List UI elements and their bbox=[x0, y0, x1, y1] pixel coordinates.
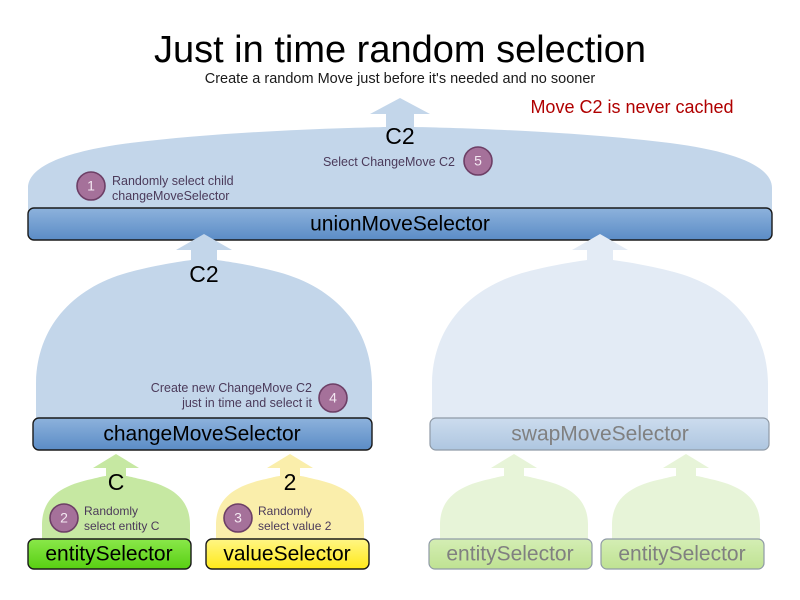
page-subtitle: Create a random Move just before it's ne… bbox=[205, 71, 596, 87]
step-2-line-1: Randomly bbox=[84, 504, 138, 518]
node-swap-move-selector[interactable]: swapMoveSelector bbox=[429, 417, 770, 451]
step-5-badge bbox=[463, 146, 493, 176]
step-5-line-1: Select ChangeMove C2 bbox=[323, 155, 455, 169]
step-2-badge bbox=[49, 503, 79, 533]
node-entity-selector-swap-2[interactable]: entitySelector bbox=[600, 538, 765, 570]
step-1-annotation: 1 Randomly select child changeMoveSelect… bbox=[76, 171, 234, 203]
flow-arrow-entity-swap-2-out bbox=[612, 454, 760, 545]
flow-label-value-out: 2 bbox=[284, 469, 297, 495]
step-5-annotation: Select ChangeMove C2 5 bbox=[323, 146, 493, 176]
node-entity-selector-swap-1[interactable]: entitySelector bbox=[428, 538, 593, 570]
step-4-number: 4 bbox=[329, 390, 337, 406]
node-value-selector-change-label: valueSelector bbox=[223, 543, 350, 566]
node-union-move-selector-label: unionMoveSelector bbox=[310, 213, 490, 236]
node-entity-selector-swap-2-label: entitySelector bbox=[618, 543, 745, 566]
step-5-number: 5 bbox=[474, 153, 482, 169]
node-value-selector-change[interactable]: valueSelector bbox=[205, 538, 370, 570]
flow-label-change-out: C2 bbox=[189, 261, 218, 287]
step-3-line-2: select value 2 bbox=[258, 519, 332, 533]
flow-arrow-entity-out bbox=[42, 454, 190, 545]
node-change-move-selector-label: changeMoveSelector bbox=[103, 423, 300, 446]
step-2-number: 2 bbox=[60, 510, 68, 526]
node-entity-selector-change[interactable]: entitySelector bbox=[27, 538, 192, 570]
node-swap-move-selector-label: swapMoveSelector bbox=[511, 423, 688, 446]
step-2-line-2: select entity C bbox=[84, 519, 160, 533]
node-entity-selector-swap-1-label: entitySelector bbox=[446, 543, 573, 566]
page-title: Just in time random selection bbox=[154, 29, 646, 71]
flow-arrow-change-out bbox=[36, 234, 372, 420]
step-3-line-1: Randomly bbox=[258, 504, 312, 518]
step-1-badge bbox=[76, 171, 106, 201]
step-1-line-1: Randomly select child bbox=[112, 174, 234, 188]
step-1-number: 1 bbox=[87, 178, 95, 194]
warning-label: Move C2 is never cached bbox=[530, 97, 733, 117]
step-1-line-2: changeMoveSelector bbox=[112, 189, 229, 203]
flow-label-entity-out: C bbox=[108, 469, 125, 495]
flow-label-union-out: C2 bbox=[385, 123, 414, 149]
flow-arrow-value-out bbox=[216, 454, 364, 545]
flow-arrow-entity-swap-1-out bbox=[440, 454, 588, 545]
flow-arrow-swap-out bbox=[432, 234, 768, 420]
step-4-annotation: Create new ChangeMove C2 just in time an… bbox=[151, 381, 348, 413]
step-4-badge bbox=[318, 383, 348, 413]
step-3-number: 3 bbox=[234, 510, 242, 526]
step-2-annotation: 2 Randomly select entity C bbox=[49, 503, 160, 533]
step-3-annotation: 3 Randomly select value 2 bbox=[223, 503, 332, 533]
node-entity-selector-change-label: entitySelector bbox=[45, 543, 172, 566]
step-4-line-1: Create new ChangeMove C2 bbox=[151, 381, 312, 395]
step-3-badge bbox=[223, 503, 253, 533]
step-4-line-2: just in time and select it bbox=[181, 396, 312, 410]
node-change-move-selector[interactable]: changeMoveSelector bbox=[32, 417, 373, 451]
flow-arrow-union-out bbox=[28, 98, 772, 213]
node-union-move-selector[interactable]: unionMoveSelector bbox=[27, 207, 773, 241]
